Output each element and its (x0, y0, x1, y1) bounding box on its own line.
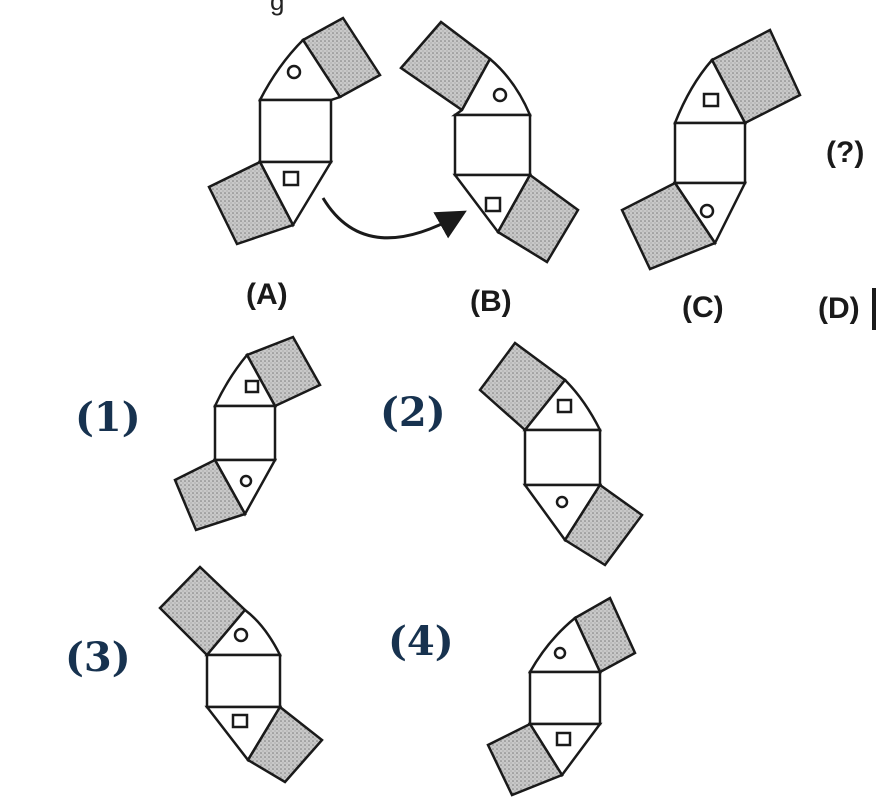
option-1-figure (173, 335, 322, 532)
option-2-bottom-square (563, 483, 644, 567)
option-1-bottom-circle (239, 474, 253, 488)
figure-a-bottom-square-marker (282, 170, 300, 187)
option-4-top-circle (553, 646, 567, 660)
figure-a-top-circle (286, 64, 302, 80)
label-a: (A) (246, 278, 288, 311)
label-b: (B) (470, 285, 512, 318)
header-fragment: g (270, 0, 285, 16)
cropped-header-text: g (0, 0, 360, 26)
figure-a-bottom-square (207, 160, 295, 246)
label-d: (D) (818, 292, 860, 325)
option-label-3[interactable]: (3) (65, 634, 131, 681)
option-3-top-circle (233, 627, 249, 643)
option-4-bottom-square-marker (555, 731, 572, 747)
option-4-figure (486, 596, 637, 797)
figure-b-middle-rect (453, 113, 532, 177)
figure-a-middle-rect (258, 98, 333, 164)
figure-a (207, 16, 382, 246)
option-2-top-square-marker (556, 398, 573, 414)
option-2-middle-rect (523, 428, 602, 487)
option-label-4[interactable]: (4) (388, 618, 454, 665)
figure-b-bottom-square (496, 173, 580, 264)
option-2-bottom-circle (555, 495, 569, 509)
option-label-2[interactable]: (2) (380, 389, 446, 436)
option-1-middle-rect (213, 404, 277, 462)
figure-c (620, 28, 802, 271)
label-c: (C) (682, 291, 724, 324)
figure-b-top-circle (492, 87, 508, 103)
figure-c-bottom-circle (699, 203, 715, 219)
transform-arrow (321, 197, 467, 240)
figure-c-top-square-marker (702, 92, 720, 108)
figure-b-bottom-square-marker (484, 196, 502, 213)
option-1-bottom-square (173, 458, 247, 532)
option-3-bottom-square-marker (231, 713, 249, 729)
option-3-middle-rect (205, 653, 282, 709)
option-4-middle-rect (528, 670, 602, 726)
figure-c-bottom-square (620, 181, 717, 271)
option-3-figure (158, 565, 324, 784)
figure-c-middle-rect (673, 121, 747, 185)
edge-bar (872, 288, 876, 330)
option-1-top-square-marker (244, 379, 260, 394)
option-4-bottom-square (486, 722, 564, 797)
figure-b (399, 20, 580, 264)
option-2-figure (478, 341, 644, 567)
option-label-1[interactable]: (1) (75, 394, 141, 441)
option-3-bottom-square (246, 705, 324, 784)
question-mark: (?) (826, 136, 865, 169)
